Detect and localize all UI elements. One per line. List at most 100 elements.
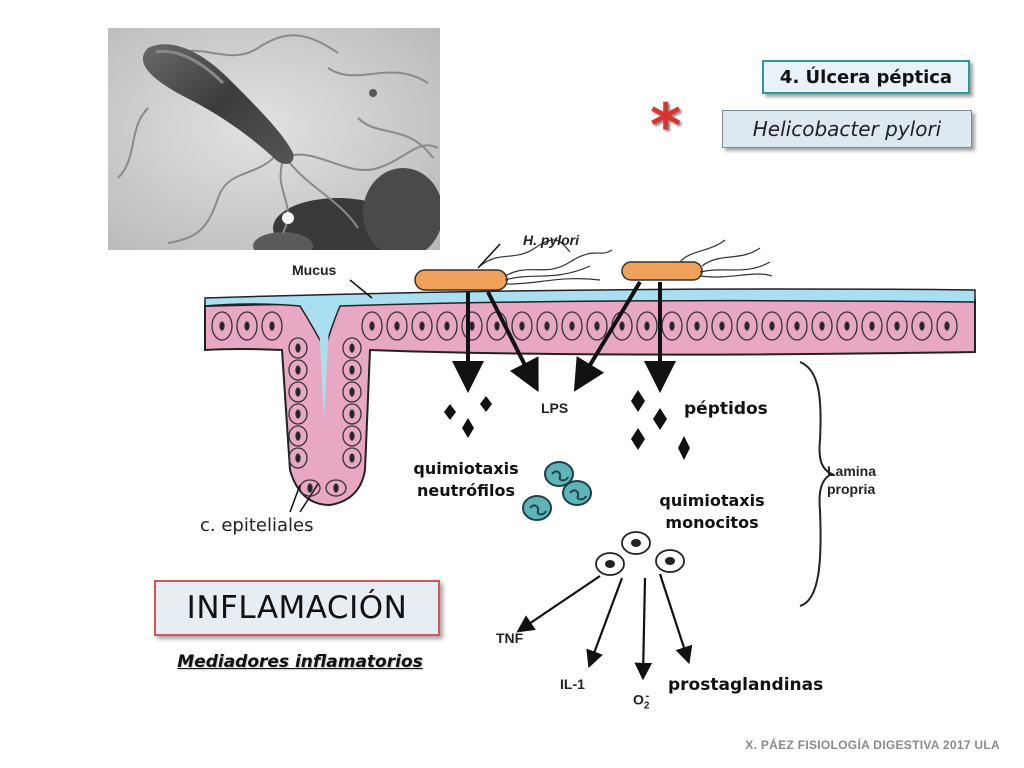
epithelial-cell xyxy=(342,359,362,381)
peptide-diamonds xyxy=(631,390,690,460)
epithelial-cell xyxy=(711,311,733,341)
cell-nucleus xyxy=(719,321,725,331)
epithelial-cell xyxy=(288,381,308,403)
mucus-layer xyxy=(204,288,976,353)
epithelial-cell xyxy=(811,311,833,341)
cell-nucleus xyxy=(349,409,355,419)
cell-nucleus xyxy=(349,453,355,463)
mediadores-subheading: Mediadores inflamatorios xyxy=(177,652,423,672)
micrograph-image xyxy=(108,28,440,250)
epithelial-cell xyxy=(342,403,362,425)
cell-nucleus xyxy=(419,321,425,331)
quimiotaxis-neutrofilos-line2: neutrófilos xyxy=(416,481,516,500)
cell-nucleus xyxy=(869,321,875,331)
cell-nucleus xyxy=(307,483,313,493)
monocytes xyxy=(595,531,685,576)
cell-nucleus xyxy=(469,321,475,331)
cell-nucleus xyxy=(494,321,500,331)
quimiotaxis-neutrofilos-line1: quimiotaxis xyxy=(413,459,519,478)
cell-nucleus xyxy=(369,321,375,331)
cell-nucleus xyxy=(669,321,675,331)
gland-mucus xyxy=(318,306,330,420)
cell-nucleus xyxy=(744,321,750,331)
epithelial-cell xyxy=(211,311,233,341)
lamina-line2: propria xyxy=(827,481,876,497)
organism-label: H. pylori xyxy=(523,232,580,248)
epithelial-cell xyxy=(288,337,308,359)
il1-label: IL-1 xyxy=(560,676,585,692)
epithelial-cell xyxy=(342,425,362,447)
asterisk-mark: * xyxy=(650,91,682,161)
cell-nucleus xyxy=(333,483,339,493)
lamina-brace xyxy=(799,361,835,607)
epithelial-cell xyxy=(786,311,808,341)
epithelial-cell xyxy=(686,311,708,341)
o2-base: O xyxy=(633,691,644,708)
cell-nucleus xyxy=(394,321,400,331)
cell-nucleus xyxy=(295,453,301,463)
epithelial-cell xyxy=(342,447,362,469)
epithelial-cell xyxy=(361,311,383,341)
lamina-propria-label: Lamina propria xyxy=(827,462,876,498)
epithelial-cell xyxy=(288,359,308,381)
epitelio-label: c. epiteliales xyxy=(200,515,314,536)
cell-nucleus xyxy=(349,431,355,441)
cell-nucleus xyxy=(619,321,625,331)
cell-nucleus xyxy=(219,321,225,331)
cell-nucleus xyxy=(295,431,301,441)
epithelial-cell xyxy=(536,311,558,341)
epithelial-cell xyxy=(761,311,783,341)
cell-nucleus xyxy=(594,321,600,331)
o2-subscript: 2 xyxy=(643,700,650,712)
epithelial-cell xyxy=(288,403,308,425)
quimiotaxis-monocitos-line2: monocitos xyxy=(665,513,759,532)
cell-nucleus xyxy=(644,321,650,331)
tnf-label: TNF xyxy=(496,630,524,646)
lps-label: LPS xyxy=(541,400,569,416)
lamina-line1: Lamina xyxy=(827,463,877,479)
epithelial-cell xyxy=(411,311,433,341)
cell-nucleus xyxy=(844,321,850,331)
epithelial-cell xyxy=(511,311,533,341)
epithelial-cell xyxy=(342,337,362,359)
cell-nucleus xyxy=(295,343,301,353)
cell-nucleus xyxy=(444,321,450,331)
cell-nucleus xyxy=(569,321,575,331)
cell-nucleus xyxy=(349,387,355,397)
cell-nucleus xyxy=(349,365,355,375)
footer-credit: X. PÁEZ FISIOLOGÍA DIGESTIVA 2017 ULA xyxy=(745,738,1000,752)
cell-nucleus xyxy=(295,387,301,397)
epithelial-cell xyxy=(636,311,658,341)
cell-nucleus xyxy=(919,321,925,331)
quimiotaxis-neutrofilos-label: quimiotaxis neutrófilos xyxy=(396,458,536,502)
epithelial-cell xyxy=(342,381,362,403)
organism-title: Helicobacter pylori xyxy=(722,110,972,148)
inflamacion-heading: INFLAMACIÓN xyxy=(154,580,440,636)
epithelial-cell xyxy=(236,311,258,341)
prostaglandinas-label: prostaglandinas xyxy=(668,675,824,695)
epithelial-cell xyxy=(561,311,583,341)
cell-nucleus xyxy=(295,365,301,375)
epithelial-cell xyxy=(911,311,933,341)
cell-nucleus xyxy=(894,321,900,331)
epithelial-cell xyxy=(836,311,858,341)
epithelial-cell xyxy=(386,311,408,341)
cell-nucleus xyxy=(349,343,355,353)
o2-label: O2- xyxy=(633,690,649,711)
cell-nucleus xyxy=(244,321,250,331)
bacteria xyxy=(414,239,773,291)
cell-nucleus xyxy=(519,321,525,331)
cell-nucleus xyxy=(794,321,800,331)
o2-superscript: - xyxy=(645,690,650,702)
peptidos-label: péptidos xyxy=(684,399,768,419)
epithelial-cell xyxy=(886,311,908,341)
epithelial-cell xyxy=(325,479,347,497)
epithelial-cell xyxy=(461,311,483,341)
epithelial-cell xyxy=(586,311,608,341)
lps-diamonds xyxy=(444,396,492,438)
epithelial-cell xyxy=(936,311,958,341)
mucus-label: Mucus xyxy=(292,262,337,278)
cell-nucleus xyxy=(944,321,950,331)
epithelial-cell xyxy=(436,311,458,341)
